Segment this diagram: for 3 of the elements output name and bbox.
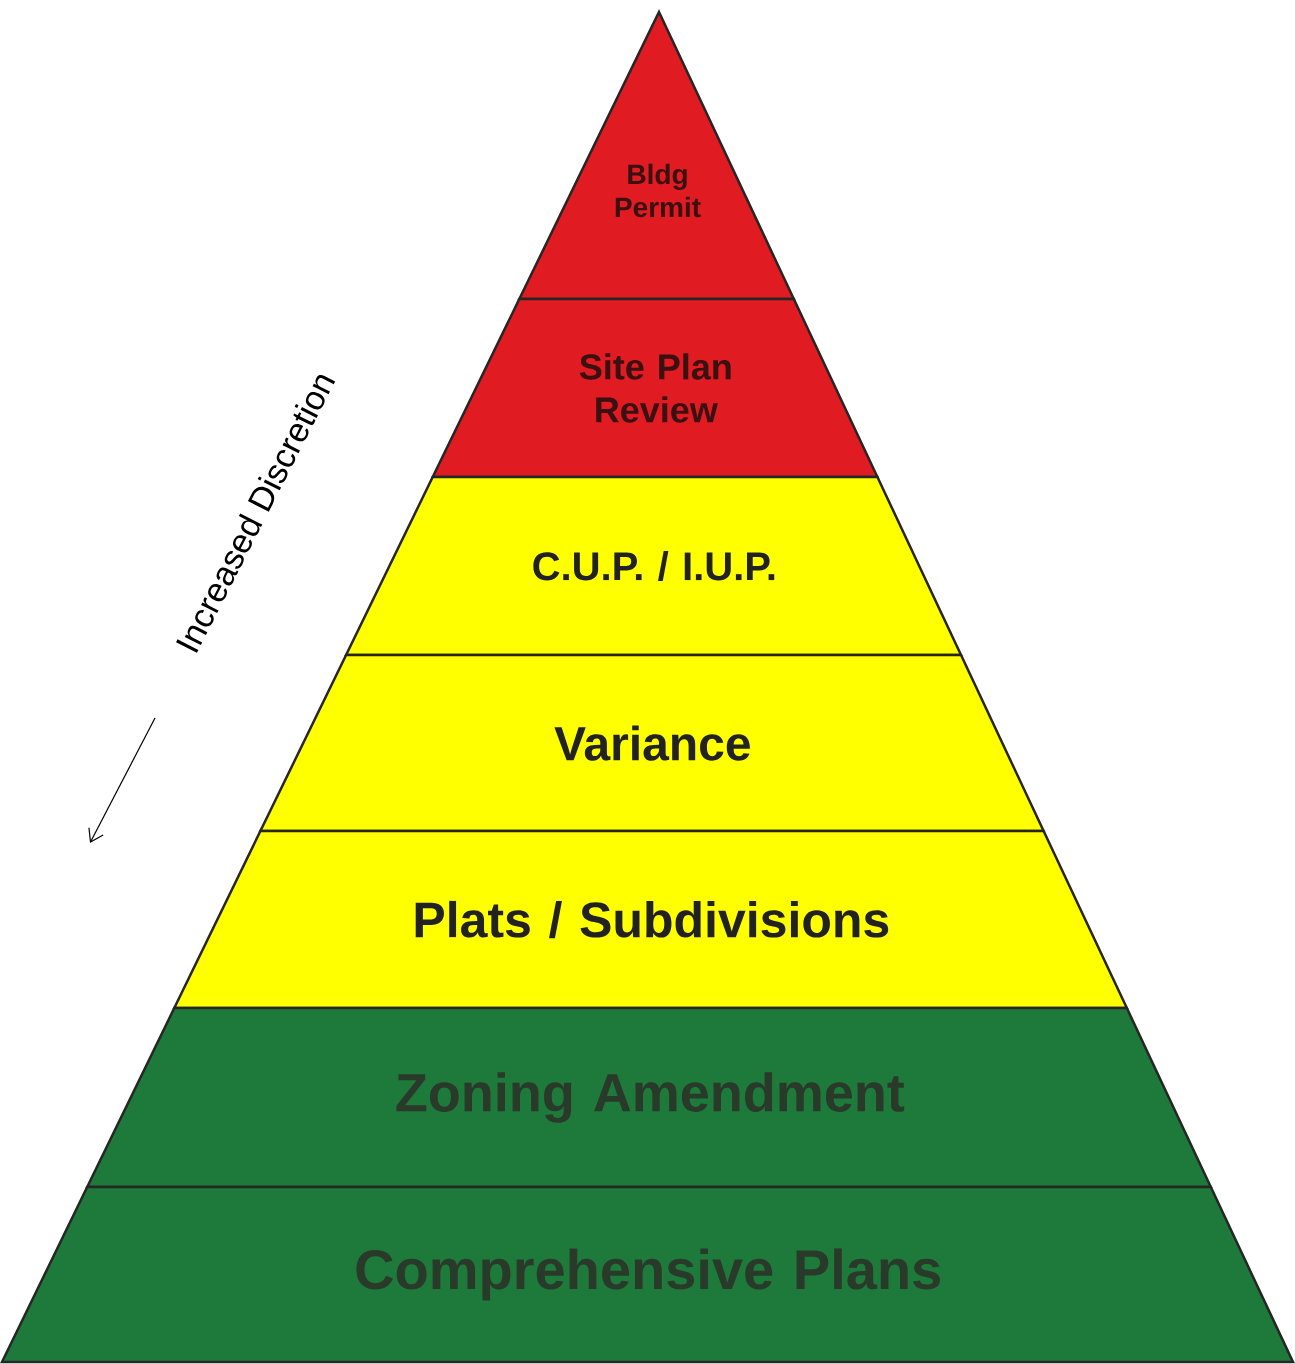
pyramid-band: Comprehensive Plans (0, 1185, 1295, 1364)
pyramid-band: Zoning Amendment (85, 1006, 1213, 1189)
pyramid-band: C.U.P. / I.U.P. (344, 475, 963, 657)
